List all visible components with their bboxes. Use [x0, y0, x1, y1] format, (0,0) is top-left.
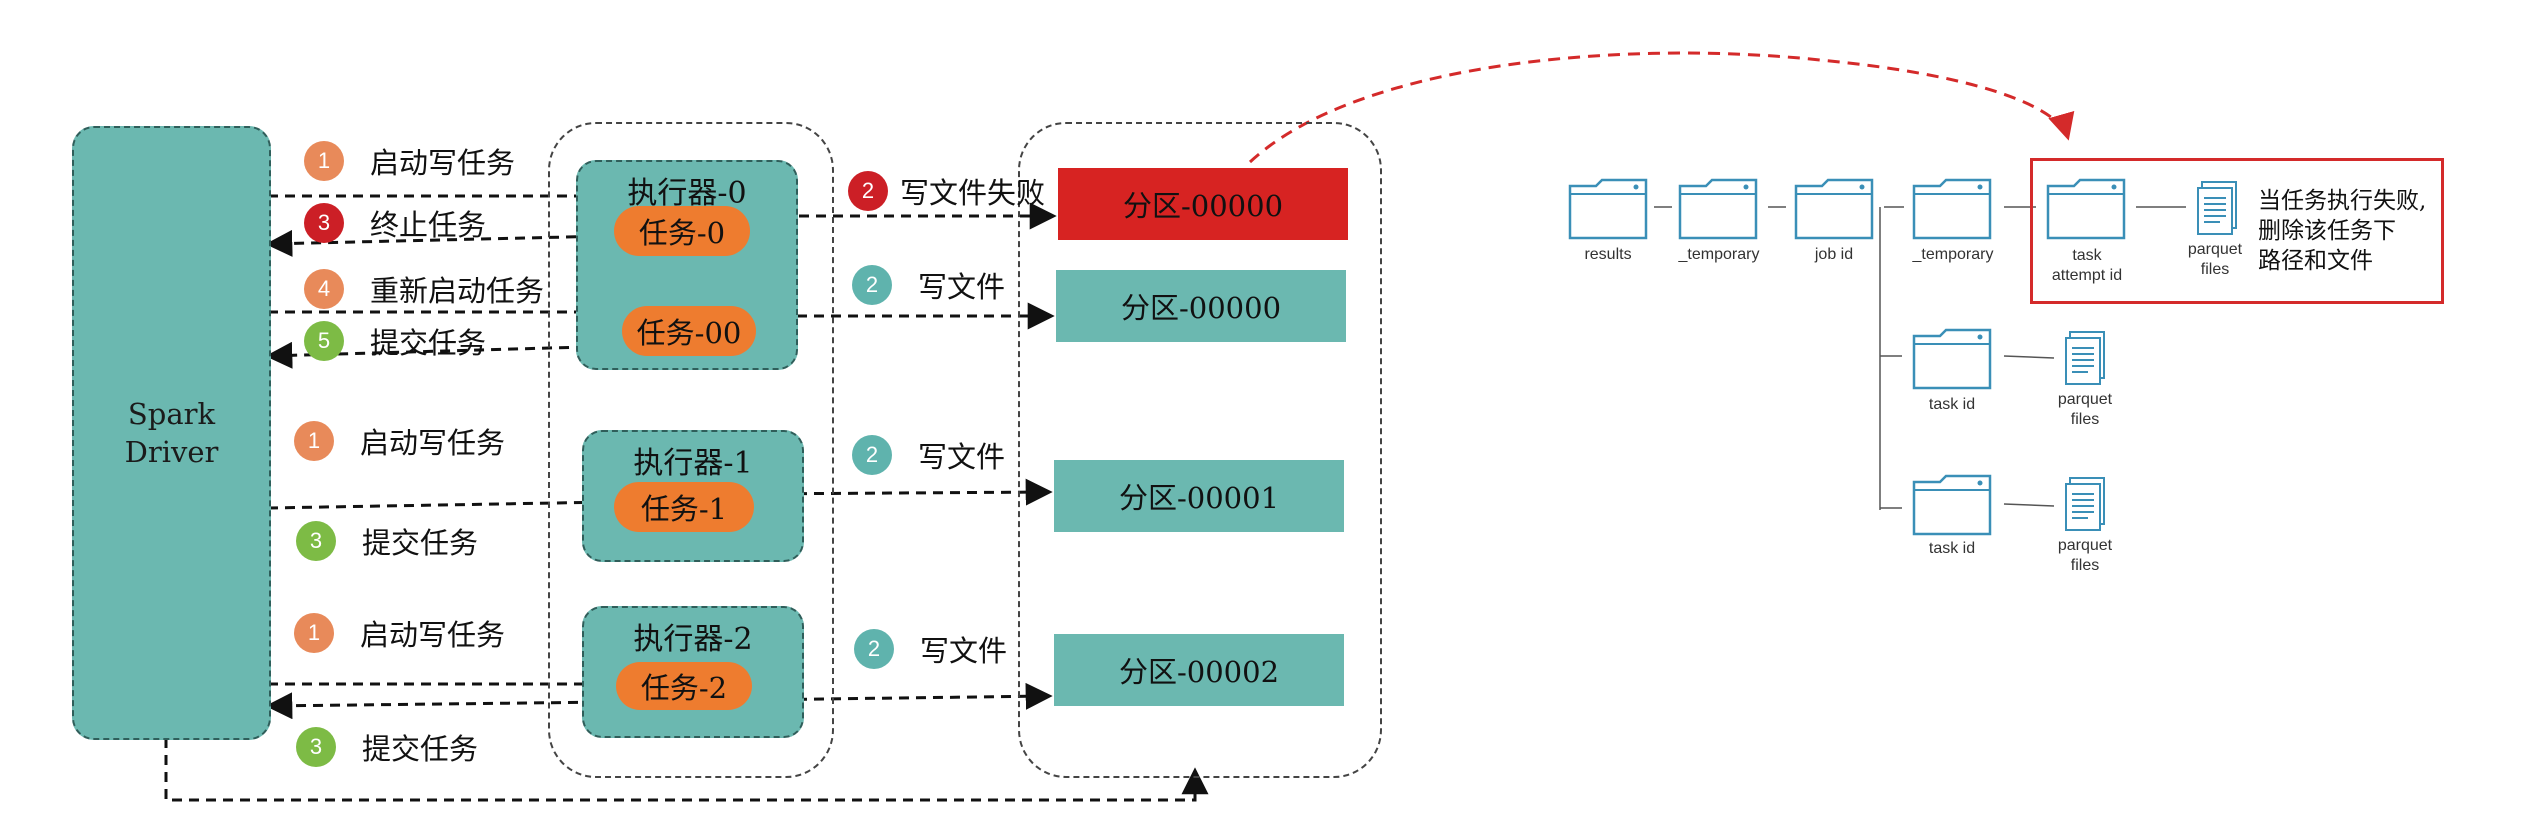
executor-1: 执行器-1 任务-1 [582, 430, 804, 562]
file-label-parquet-0: parquet files [2170, 240, 2260, 280]
folder-label-task-attempt-2: attempt id [2051, 267, 2123, 284]
file-label-parquet-1-line-2: files [2070, 411, 2100, 428]
step-number-badge: 2 [854, 629, 894, 669]
step-write-p2: 2 写文件 [854, 628, 1007, 670]
step-number-badge: 3 [304, 203, 344, 243]
arrow-commit-task-2 [265, 692, 613, 720]
partition-00001: 分区-00001 [1054, 460, 1344, 532]
step-label: 重新启动任务 [370, 274, 545, 308]
folder-label-temporary-2: _temporary [1912, 246, 1994, 263]
executor-0-title: 执行器-0 [627, 176, 747, 211]
step-label: 写文件 [918, 440, 1006, 474]
step-number-badge: 2 [852, 265, 892, 305]
step-label: 写文件 [920, 634, 1008, 668]
step-label: 启动写任务 [360, 426, 506, 460]
arrow-abort-task-0 [265, 229, 611, 257]
file-label-parquet-2-line-2: files [2070, 557, 2100, 574]
step-label: 启动写任务 [370, 146, 516, 180]
folder-icon [1678, 178, 1758, 244]
step-number-badge: 1 [294, 421, 334, 461]
step-write-p1: 2 写文件 [852, 434, 1005, 476]
file-label-parquet-2: parquet files [2040, 536, 2130, 576]
folder-icon [1912, 474, 1992, 540]
step-restart-task: 4 重新启动任务 [304, 268, 544, 310]
step-start-write-1: 1 启动写任务 [294, 420, 505, 462]
failure-note-line-1: 当任务执行失败, [2258, 188, 2427, 214]
file-icon [2064, 330, 2108, 390]
step-label: 提交任务 [370, 326, 487, 360]
step-commit-task-1: 3 提交任务 [296, 520, 478, 562]
executor-2-title: 执行器-2 [633, 622, 753, 657]
step-commit-task-2: 3 提交任务 [296, 726, 478, 768]
step-number-badge: 2 [852, 435, 892, 475]
folder-label-temporary-1: _temporary [1678, 246, 1760, 263]
step-number-badge: 1 [294, 613, 334, 653]
executor-0: 执行器-0 任务-0 任务-00 [576, 160, 798, 370]
executor-group [548, 122, 834, 778]
file-label-parquet-0-line-1: parquet [2187, 241, 2243, 258]
file-label-parquet-1-line-1: parquet [2057, 391, 2113, 408]
folder-icon [1912, 178, 1992, 244]
folder-label-task-attempt: task attempt id [2032, 246, 2142, 286]
folder-label-results: results [1584, 246, 1632, 263]
step-number-badge: 2 [848, 171, 888, 211]
arrow-bottom-loop [164, 738, 1209, 802]
folder-icon [1794, 178, 1874, 244]
failure-note: 当任务执行失败, 删除该任务下 路径和文件 [2258, 186, 2426, 276]
folder-label-task-id-1: task id [1928, 396, 1976, 413]
partition-failed: 分区-00000 [1058, 168, 1348, 240]
partition-00002: 分区-00002 [1054, 634, 1344, 706]
step-label: 提交任务 [362, 732, 479, 766]
folder-icon [2046, 178, 2126, 244]
folder-label-job-id: job id [1814, 246, 1854, 263]
task-00: 任务-00 [622, 306, 756, 356]
arrow-start-task-1 [267, 488, 615, 516]
step-label: 启动写任务 [360, 618, 506, 652]
step-write-p0: 2 写文件 [852, 264, 1005, 306]
step-number-badge: 4 [304, 269, 344, 309]
file-label-parquet-2-line-1: parquet [2057, 537, 2113, 554]
step-write-failed: 2 写文件失败 [848, 170, 1045, 212]
failure-highlight-box [2030, 158, 2444, 304]
file-icon [2196, 180, 2240, 240]
spark-driver-label-1: Spark [127, 397, 216, 431]
step-abort-task: 3 终止任务 [304, 202, 486, 244]
folder-label-task-id-2: task id [1928, 540, 1976, 557]
step-label: 写文件 [918, 270, 1006, 304]
step-number-badge: 5 [304, 321, 344, 361]
spark-driver-box: Spark Driver [72, 126, 271, 740]
file-icon [2064, 476, 2108, 536]
file-label-parquet-1: parquet files [2040, 390, 2130, 430]
step-label: 提交任务 [362, 526, 479, 560]
task-2: 任务-2 [616, 662, 752, 710]
folder-icon [1568, 178, 1648, 244]
executor-1-title: 执行器-1 [633, 446, 753, 481]
task-1: 任务-1 [614, 482, 754, 532]
step-label: 写文件失败 [900, 176, 1046, 210]
file-label-parquet-0-line-2: files [2200, 261, 2230, 278]
spark-driver-label-2: Driver [124, 435, 219, 469]
step-number-badge: 3 [296, 521, 336, 561]
partition-group [1018, 122, 1382, 778]
partition-00000: 分区-00000 [1056, 270, 1346, 342]
step-number-badge: 1 [304, 141, 344, 181]
step-start-write-2: 1 启动写任务 [294, 612, 505, 654]
step-number-badge: 3 [296, 727, 336, 767]
step-start-write-0: 1 启动写任务 [304, 140, 515, 182]
executor-2: 执行器-2 任务-2 [582, 606, 804, 738]
step-commit-task-00: 5 提交任务 [304, 320, 486, 362]
task-0: 任务-0 [614, 206, 750, 256]
failure-note-line-3: 路径和文件 [2258, 248, 2373, 274]
folder-label-task-attempt-1: task [2072, 247, 2102, 264]
folder-icon [1912, 328, 1992, 394]
step-label: 终止任务 [370, 208, 487, 242]
failure-note-line-2: 删除该任务下 [2258, 218, 2396, 244]
arrow-failure-link [1248, 51, 2075, 164]
